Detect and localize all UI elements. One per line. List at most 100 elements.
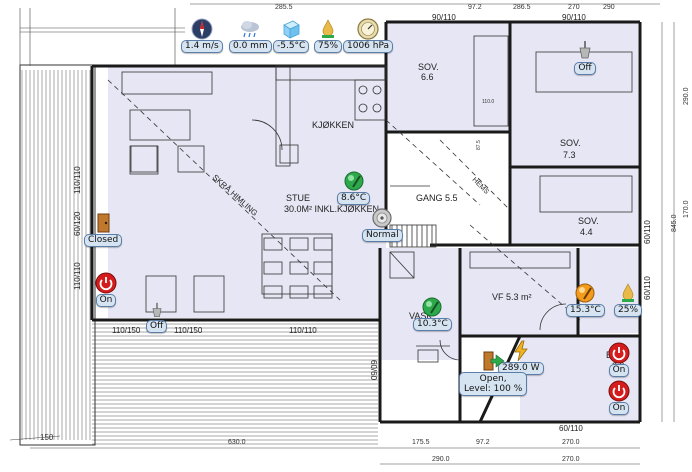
svg-text:SOV.: SOV.	[578, 216, 599, 226]
svg-text:845.0: 845.0	[671, 214, 678, 232]
svg-text:STUE: STUE	[286, 193, 310, 203]
interior-details	[121, 35, 633, 363]
bod-switch-2-widget[interactable]: On	[608, 380, 630, 415]
thermometer-green-icon	[344, 171, 364, 191]
thermostat-widget[interactable]: Normal	[362, 207, 403, 242]
svg-text:60/110: 60/110	[559, 424, 583, 433]
svg-text:60/110: 60/110	[643, 220, 652, 244]
dining-lamp-status: Off	[146, 320, 168, 333]
svg-text:110/110: 110/110	[73, 166, 82, 194]
thermostat-dial-icon	[372, 208, 392, 228]
ceiling-lamp-icon	[152, 302, 162, 318]
svg-text:6.6: 6.6	[421, 72, 434, 82]
bod-switch-2-status: On	[608, 402, 630, 415]
power-button-icon	[95, 272, 117, 294]
ice-cube-icon	[283, 20, 300, 39]
svg-text:SOV.: SOV.	[560, 138, 581, 148]
pressure-label: 1006 hPa	[343, 40, 394, 53]
svg-text:110/110: 110/110	[73, 262, 82, 290]
svg-text:290.0: 290.0	[432, 456, 450, 463]
humidity-icon	[322, 19, 334, 38]
svg-text:60/120: 60/120	[73, 211, 82, 236]
door-open-arrow-icon	[483, 351, 505, 371]
svg-text:60/110: 60/110	[643, 276, 652, 300]
dashed-lines	[107, 79, 581, 321]
door-sensor-level: Level: 100 %	[464, 384, 523, 394]
door-sensor-state: Open,	[479, 374, 507, 384]
lightning-bolt-icon	[514, 340, 528, 362]
rainfall-label: 0.0 mm	[229, 40, 272, 53]
dimension-values: 285.5 97.2 286.5 290 270 630.0 175.5 97.…	[40, 4, 690, 463]
svg-text:4.4: 4.4	[580, 227, 593, 237]
door-sensor-widget[interactable]: Open, Level: 100 %	[459, 350, 528, 396]
svg-text:VF 5.3 m²: VF 5.3 m²	[492, 292, 532, 302]
rain-widget[interactable]: 0.0 mm	[229, 18, 272, 53]
dining-lamp-widget[interactable]: Off	[146, 302, 168, 333]
svg-text:285.5: 285.5	[275, 4, 293, 11]
svg-text:97.2: 97.2	[476, 439, 490, 446]
svg-text:286.5: 286.5	[513, 4, 531, 11]
bod-switch-1-widget[interactable]: On	[608, 342, 630, 377]
stue-temp-widget[interactable]: 8.6°C	[337, 170, 371, 205]
vask-temp-label: 10.3°C	[413, 318, 452, 331]
barometer-icon	[357, 18, 379, 40]
svg-text:90/110: 90/110	[432, 13, 456, 22]
svg-text:110/150: 110/150	[174, 326, 203, 335]
svg-text:290: 290	[603, 4, 615, 11]
door-closed-icon	[97, 213, 110, 233]
top-fence	[19, 8, 185, 66]
terrace-outline	[19, 64, 96, 446]
svg-text:175.5: 175.5	[412, 439, 430, 446]
svg-text:150: 150	[40, 433, 54, 442]
rain-cloud-icon	[241, 21, 260, 38]
wind-speed-label: 1.4 m/s	[181, 40, 223, 53]
ceiling-lamp-icon	[579, 41, 591, 59]
svg-text:270.0: 270.0	[562, 456, 580, 463]
terrace-hatching	[21, 70, 378, 445]
svg-text:SOV.: SOV.	[418, 62, 439, 72]
sov2-lamp-status: Off	[574, 62, 596, 75]
pressure-widget[interactable]: 1006 hPa	[343, 18, 394, 53]
humidity-label: 75%	[314, 40, 343, 53]
svg-text:7.3: 7.3	[563, 150, 576, 160]
svg-text:87.5: 87.5	[476, 140, 482, 150]
svg-text:60/60: 60/60	[369, 360, 378, 381]
svg-text:KJØKKEN: KJØKKEN	[312, 120, 354, 130]
svg-text:270.0: 270.0	[562, 439, 580, 446]
power-button-icon	[608, 380, 630, 402]
humidity-widget[interactable]: 75%	[314, 18, 343, 53]
sov2-lamp-widget[interactable]: Off	[574, 40, 596, 75]
vf-temp-widget[interactable]: 15.3°C	[566, 282, 605, 317]
front-door-widget[interactable]: Closed	[84, 212, 123, 247]
wind-widget[interactable]: 1.4 m/s	[181, 18, 223, 53]
svg-text:270: 270	[568, 4, 580, 11]
vf-humidity-label: 25%	[614, 304, 643, 317]
bod-switch-1-status: On	[608, 364, 630, 377]
svg-text:97.2: 97.2	[468, 4, 482, 11]
thermometer-orange-icon	[575, 283, 595, 303]
walls	[90, 20, 642, 424]
svg-text:170.0: 170.0	[683, 200, 690, 218]
svg-text:630.0: 630.0	[228, 439, 246, 446]
power-button-icon	[608, 342, 630, 364]
svg-text:290.0: 290.0	[683, 87, 690, 105]
vf-humidity-widget[interactable]: 25%	[614, 282, 643, 317]
vf-temp-label: 15.3°C	[566, 304, 605, 317]
svg-text:VASK: VASK	[409, 311, 432, 321]
compass-icon	[191, 18, 213, 40]
stue-power-widget[interactable]: On	[95, 272, 117, 307]
svg-text:GANG 5.5: GANG 5.5	[416, 193, 458, 203]
svg-text:110.0: 110.0	[482, 99, 494, 105]
svg-text:110/110: 110/110	[289, 326, 317, 335]
stue-power-status: On	[95, 294, 117, 307]
svg-text:90/110: 90/110	[562, 13, 586, 22]
stue-temp-label: 8.6°C	[337, 192, 371, 205]
outdoor-temp-label: -5.5°C	[273, 40, 310, 53]
humidity-icon	[622, 283, 634, 302]
thermostat-mode-label: Normal	[362, 229, 403, 242]
svg-text:30.0M² INKL.KJØKKEN: 30.0M² INKL.KJØKKEN	[284, 204, 379, 214]
front-door-status: Closed	[84, 234, 123, 247]
vask-temp-widget[interactable]: 10.3°C	[413, 296, 452, 331]
outdoor-temp-widget[interactable]: -5.5°C	[273, 18, 310, 53]
dimension-lines	[9, 3, 675, 465]
